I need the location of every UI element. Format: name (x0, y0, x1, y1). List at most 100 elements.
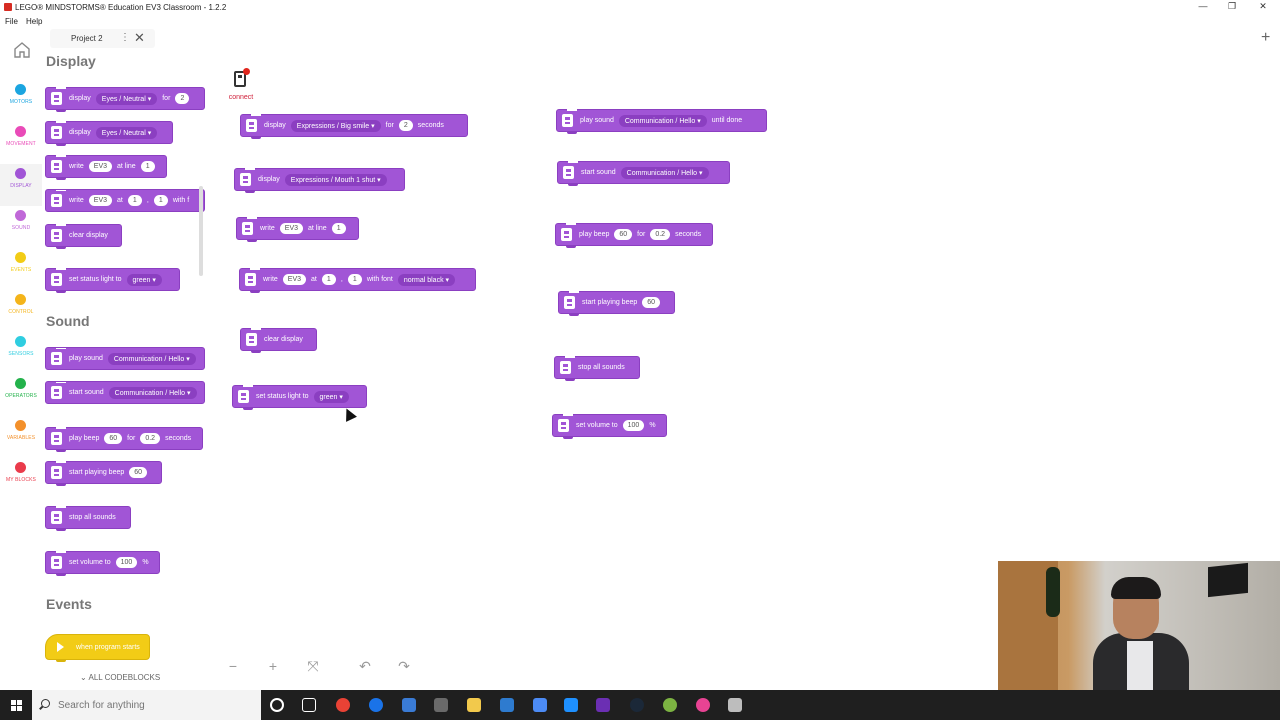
category-variables[interactable]: VARIABLES (0, 416, 42, 458)
number-input[interactable]: 0.2 (140, 433, 161, 444)
number-input[interactable]: 1 (321, 274, 336, 285)
number-input[interactable]: 2 (175, 93, 190, 104)
category-operators[interactable]: OPERATORS (0, 374, 42, 416)
ev3-classroom-icon[interactable] (728, 698, 742, 712)
category-display[interactable]: DISPLAY (0, 164, 42, 206)
restore-button[interactable]: ❐ (1227, 1, 1237, 11)
image-dropdown[interactable]: Expressions / Mouth 1 shut (284, 173, 387, 186)
palette-scrollbar[interactable] (199, 186, 203, 276)
category-sensors[interactable]: SENSORS (0, 332, 42, 374)
add-project-icon[interactable]: + (1261, 29, 1271, 46)
image-dropdown[interactable]: Eyes / Neutral (95, 126, 158, 139)
more-options-icon[interactable]: ⋮ (120, 32, 130, 43)
image-dropdown[interactable]: Eyes / Neutral (95, 92, 158, 105)
fit-to-screen-icon[interactable]: ⤧ (307, 658, 319, 674)
project-tab[interactable]: Project 2 ⋮ ✕ (50, 29, 155, 48)
canvas-block-play-beep[interactable]: play beep 60 for 0.2 seconds (555, 223, 713, 248)
category-my-blocks[interactable]: MY BLOCKS (0, 458, 42, 500)
number-input[interactable]: 1 (140, 161, 155, 172)
sound-dropdown[interactable]: Communication / Hello (107, 352, 196, 365)
number-input[interactable]: 60 (642, 297, 661, 308)
canvas-block-write-xy[interactable]: write EV3 at 1 , 1 with font normal blac… (239, 268, 476, 293)
sound-dropdown[interactable]: Communication / Hello (618, 114, 707, 127)
android-app-icon[interactable] (630, 698, 644, 712)
redo-icon[interactable]: ↷ (398, 658, 410, 674)
number-input[interactable]: 1 (331, 223, 346, 234)
zoom-out-icon[interactable]: − (228, 658, 238, 674)
store-icon[interactable] (467, 698, 481, 712)
palette-block-set-volume[interactable]: set volume to 100 % (45, 551, 160, 576)
text-input[interactable]: EV3 (88, 195, 113, 206)
menu-file[interactable]: File (5, 17, 18, 26)
canvas-block-display-for[interactable]: display Expressions / Big smile for 2 se… (240, 114, 468, 139)
canvas-block-display[interactable]: display Expressions / Mouth 1 shut (234, 168, 405, 193)
palette-block-clear-display[interactable]: clear display (45, 224, 122, 249)
palette-block-display-for[interactable]: display Eyes / Neutral for 2 (45, 87, 205, 112)
menu-help[interactable]: Help (26, 17, 43, 26)
text-input[interactable]: EV3 (279, 223, 304, 234)
zoom-in-icon[interactable]: + (268, 658, 278, 674)
number-input[interactable]: 1 (347, 274, 362, 285)
windows-start-icon[interactable] (0, 690, 32, 720)
taskbar-search[interactable] (32, 690, 261, 720)
taskbar-search-input[interactable] (58, 697, 248, 713)
home-icon[interactable] (13, 41, 31, 59)
palette-block-display[interactable]: display Eyes / Neutral (45, 121, 173, 146)
category-sound[interactable]: SOUND (0, 206, 42, 248)
undo-icon[interactable]: ↶ (359, 658, 371, 674)
number-input[interactable]: 1 (153, 195, 168, 206)
palette-block-start-sound[interactable]: start sound Communication / Hello (45, 381, 205, 404)
category-motors[interactable]: MOTORS (0, 80, 42, 122)
sound-dropdown[interactable]: Communication / Hello (620, 166, 709, 179)
color-dropdown[interactable]: green (313, 390, 349, 403)
text-input[interactable]: EV3 (88, 161, 113, 172)
palette-block-when-program-starts[interactable]: when program starts (45, 634, 150, 662)
canvas-block-clear-display[interactable]: clear display (240, 328, 317, 353)
canvas-block-stop-all-sounds[interactable]: stop all sounds (554, 356, 640, 381)
palette-block-write-xy[interactable]: write EV3 at 1 , 1 with f (45, 189, 205, 212)
number-input[interactable]: 60 (129, 467, 148, 478)
palette-block-play-sound[interactable]: play sound Communication / Hello (45, 347, 205, 370)
canvas-block-set-volume[interactable]: set volume to 100 % (552, 414, 667, 439)
category-control[interactable]: CONTROL (0, 290, 42, 332)
number-input[interactable]: 100 (115, 557, 138, 568)
category-events[interactable]: EVENTS (0, 248, 42, 290)
number-input[interactable]: 60 (104, 433, 123, 444)
number-input[interactable]: 100 (622, 420, 645, 431)
mail-icon[interactable] (533, 698, 547, 712)
task-view-icon[interactable] (302, 698, 316, 712)
text-input[interactable]: EV3 (282, 274, 307, 285)
number-input[interactable]: 1 (127, 195, 142, 206)
canvas-block-start-sound[interactable]: start sound Communication / Hello (557, 161, 730, 186)
chrome-icon[interactable] (336, 698, 350, 712)
settings-app-icon[interactable] (696, 698, 710, 712)
minimize-button[interactable]: — (1198, 1, 1208, 11)
steam-icon[interactable] (596, 698, 610, 712)
visual-studio-icon[interactable] (564, 698, 578, 712)
cortana-icon[interactable] (270, 698, 284, 712)
canvas-block-write-line[interactable]: write EV3 at line 1 (236, 217, 359, 242)
sound-dropdown[interactable]: Communication / Hello (108, 386, 197, 399)
font-dropdown[interactable]: normal black (397, 273, 456, 286)
epic-games-icon[interactable] (402, 698, 416, 712)
image-dropdown[interactable]: Expressions / Big smile (290, 119, 381, 132)
number-input[interactable]: 2 (398, 120, 413, 131)
palette-block-status-light[interactable]: set status light to green (45, 268, 180, 293)
close-tab-icon[interactable]: ✕ (134, 30, 145, 45)
color-dropdown[interactable]: green (126, 273, 162, 286)
close-window-button[interactable]: ✕ (1259, 1, 1267, 11)
category-movement[interactable]: MOVEMENT (0, 122, 42, 164)
palette-block-stop-all-sounds[interactable]: stop all sounds (45, 506, 131, 531)
canvas-block-play-sound[interactable]: play sound Communication / Hello until d… (556, 109, 767, 134)
itunes-icon[interactable] (663, 698, 677, 712)
palette-block-start-playing-beep[interactable]: start playing beep 60 (45, 461, 162, 486)
number-input[interactable]: 0.2 (650, 229, 671, 240)
network-app-icon[interactable] (500, 698, 514, 712)
canvas-block-start-playing-beep[interactable]: start playing beep 60 (558, 291, 675, 316)
palette-block-write-line[interactable]: write EV3 at line 1 (45, 155, 167, 180)
palette-block-play-beep[interactable]: play beep 60 for 0.2 seconds (45, 427, 203, 452)
number-input[interactable]: 60 (614, 229, 633, 240)
canvas-block-status-light[interactable]: set status light to green (232, 385, 367, 410)
file-explorer-icon[interactable] (434, 698, 448, 712)
all-codeblocks-toggle[interactable]: ⌄ ALL CODEBLOCKS (80, 673, 160, 682)
